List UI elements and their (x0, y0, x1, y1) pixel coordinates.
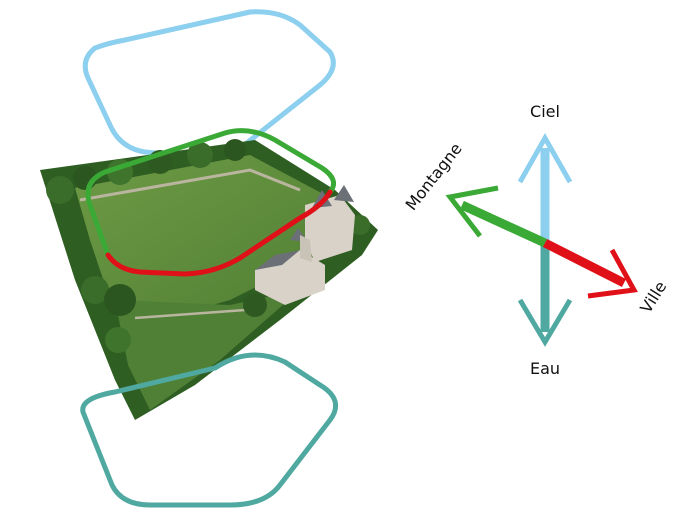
castle (255, 185, 355, 305)
compass (445, 132, 638, 347)
mountain-loop (85, 128, 337, 258)
label-eau: Eau (530, 359, 560, 378)
label-ciel: Ciel (530, 102, 560, 121)
city-loop (105, 189, 333, 277)
sky-arrowhead-icon (517, 132, 573, 184)
mountain-arrow (460, 200, 547, 248)
water-loop (80, 352, 339, 508)
water-arrowhead-icon (517, 298, 573, 347)
city-arrowhead-icon (587, 248, 638, 299)
city-arrow (542, 238, 627, 288)
label-ville: Ville (636, 278, 670, 317)
sky-loop (82, 9, 336, 161)
mountain-arrowhead-icon (445, 185, 499, 238)
